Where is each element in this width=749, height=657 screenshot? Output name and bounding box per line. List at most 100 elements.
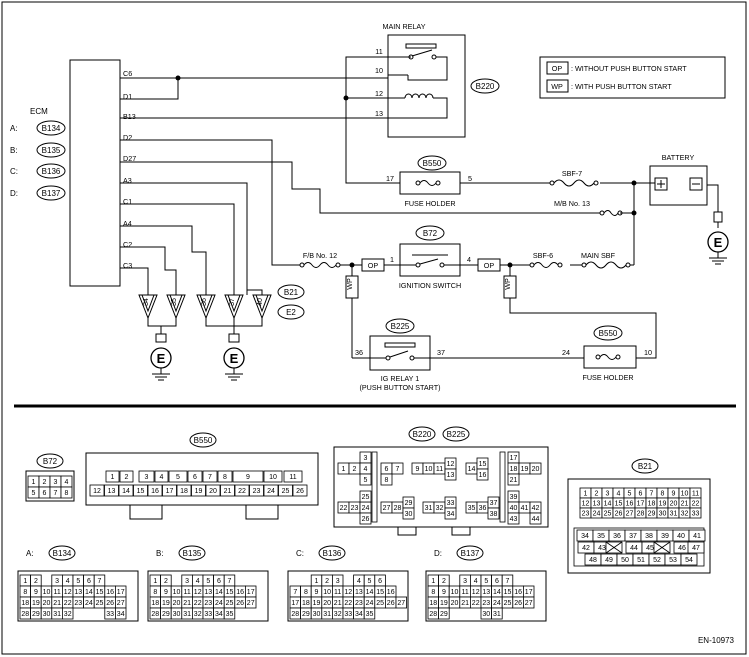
connector-pin-number: 15 <box>96 589 104 596</box>
svg-text:34: 34 <box>143 298 150 306</box>
connector-pin-number: 8 <box>661 491 665 498</box>
connector-pin-number: 6 <box>639 491 643 498</box>
connector-id-ellipse <box>36 453 64 469</box>
connector-pin-number: 14 <box>215 589 223 596</box>
connector-pin-number: 15 <box>504 589 512 596</box>
connector-pin-number: 10 <box>269 474 277 481</box>
connector-pin-number: 1 <box>111 474 115 481</box>
connector-pin-cell <box>283 470 303 483</box>
connector-pin-number: 14 <box>122 488 130 495</box>
connector-pin-cell <box>529 512 542 525</box>
connector-pin-number: 6 <box>43 490 47 497</box>
connector-pin-number: 25 <box>604 511 612 518</box>
connector-pin-number: 18 <box>21 600 29 607</box>
connector-pin-number: 18 <box>302 600 310 607</box>
svg-text:37: 37 <box>229 298 236 306</box>
main-relay-title: MAIN RELAY <box>382 22 425 31</box>
connector-id-ellipse <box>318 545 346 561</box>
svg-text:OP: OP <box>484 261 495 270</box>
connector-pin-number: 9 <box>672 491 676 498</box>
connector-letter: A: <box>26 549 34 558</box>
connector-pin-number: 2 <box>43 479 47 486</box>
connector-pin-cell <box>278 484 293 497</box>
connector-pin-number: 32 <box>334 611 342 618</box>
ecm-pin-label: A4 <box>123 219 132 228</box>
connector-pin-number: 31 <box>425 505 433 512</box>
connector-pin-number: 13 <box>355 589 363 596</box>
connector-pin-number: 25 <box>376 600 384 607</box>
connector-pin-number: 7 <box>228 578 232 585</box>
connector-pin-number: 31 <box>323 611 331 618</box>
connector-id-ellipse <box>189 432 217 448</box>
connector-pin-number: 30 <box>659 511 667 518</box>
connector-pin-number: 23 <box>253 488 261 495</box>
connector-pin-number: 29 <box>302 611 310 618</box>
ground-connector-id: E2 <box>286 308 296 317</box>
connector-pin-number: 9 <box>416 466 420 473</box>
ground-pin-34: 34 <box>138 294 158 320</box>
main-relay-pin: 12 <box>375 89 383 98</box>
connector-id: B134 <box>53 549 72 558</box>
connector-pin-number: 21 <box>510 477 518 484</box>
connector-pin-number: 9 <box>442 589 446 596</box>
connector-pin-cell <box>119 470 134 483</box>
connector-pin-number: 30 <box>173 611 181 618</box>
connector-pin-number: 42 <box>532 505 540 512</box>
connector-pin-number: 9 <box>315 589 319 596</box>
fuse-holder-pin: 17 <box>386 174 394 183</box>
connector-pin-number: 32 <box>194 611 202 618</box>
connector-pin-cell <box>359 512 372 525</box>
ecm-pin-label: D27 <box>123 154 136 163</box>
connector-pin-number: 6 <box>495 578 499 585</box>
wires <box>120 56 657 359</box>
ig-relay-pin: 37 <box>437 348 445 357</box>
ground-pin-35: 35 <box>166 294 186 320</box>
connector-pin-number: 31 <box>53 611 61 618</box>
connector-pin-number: 17 <box>247 589 255 596</box>
connector-pin-number: 20 <box>323 600 331 607</box>
connector-pin-number: 24 <box>215 600 223 607</box>
connector-pin-number: 37 <box>490 500 498 507</box>
connector-pin-number: 35 <box>468 505 476 512</box>
wp-tag-right: WP <box>503 275 517 299</box>
ecm-connector-d: D: B137 <box>10 185 66 201</box>
connector-pin-cell <box>147 484 163 497</box>
connector-pin-number: 5 <box>76 578 80 585</box>
connector-pin-number: 23 <box>351 505 359 512</box>
legend-box <box>539 56 726 99</box>
connector-pin-number: 25 <box>226 600 234 607</box>
ecm-connector-id: B136 <box>42 167 61 176</box>
connector-pin-number: 26 <box>514 600 522 607</box>
connector-pin-number: 6 <box>385 466 389 473</box>
ground-symbol-left: E <box>150 326 172 381</box>
connector-pin-number: 35 <box>366 611 374 618</box>
connector-pin-cell <box>234 484 250 497</box>
connector-pin-number: 9 <box>164 589 168 596</box>
connector-pin-number: 7 <box>506 578 510 585</box>
connector-pin-number: 17 <box>117 589 125 596</box>
connector-pin-number: 34 <box>355 611 363 618</box>
connector-pin-number: 7 <box>208 474 212 481</box>
legend: OP : WITHOUT PUSH BUTTON START WP : WITH… <box>539 56 726 99</box>
connector-pin-number: 4 <box>364 466 368 473</box>
connector-pin-number: 20 <box>173 600 181 607</box>
connector-pin-number: 28 <box>291 611 299 618</box>
connector-pin-number: 29 <box>32 611 40 618</box>
connector-pin-number: 17 <box>166 488 174 495</box>
fuse-holder-title: FUSE HOLDER <box>404 199 455 208</box>
ecm: ECM A: B134 B: B135 C: B136 D: B137 C6 D… <box>10 59 136 287</box>
connector-pin-number: 27 <box>397 600 405 607</box>
op-tag-right: OP <box>477 258 501 272</box>
connector-id-ellipse <box>442 426 470 442</box>
connector-pin-number: 17 <box>510 455 518 462</box>
connector-pin-number: 12 <box>64 589 72 596</box>
connector-pin-number: 16 <box>626 501 634 508</box>
battery-title: BATTERY <box>662 153 695 162</box>
connector-pin-number: 34 <box>215 611 223 618</box>
ground-connector-tags: B21 E2 <box>277 284 305 320</box>
connector-pin-number: 20 <box>209 488 217 495</box>
connector-pin-number: 31 <box>493 611 501 618</box>
connector-pin-number: 32 <box>681 511 689 518</box>
connector-pin-number: 4 <box>65 479 69 486</box>
